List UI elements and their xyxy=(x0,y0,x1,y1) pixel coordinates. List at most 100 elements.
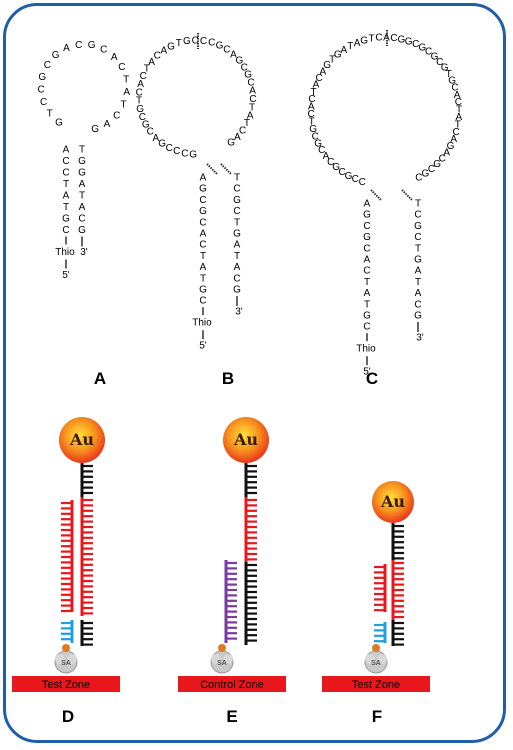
stem-right-base: T xyxy=(415,277,421,288)
loop-base: A xyxy=(249,86,256,97)
loop-base: C xyxy=(173,146,180,157)
loop-base: G xyxy=(91,124,99,135)
loop-base: C xyxy=(307,109,314,120)
stem-left-base: C xyxy=(62,168,69,179)
loop-base: C xyxy=(455,97,462,108)
loop-base: T xyxy=(311,87,317,98)
zone-label-d: Test Zone xyxy=(42,679,90,691)
cleavage-mark xyxy=(370,189,382,201)
stem-right-base: C xyxy=(233,184,240,195)
three-prime-label: 3' xyxy=(80,247,88,258)
streptavidin-lobe xyxy=(211,654,221,664)
stem-right-base: G xyxy=(78,168,86,179)
loop-base: A xyxy=(247,110,254,121)
loop-base: T xyxy=(136,96,142,107)
loop-base: C xyxy=(136,87,143,98)
stem-left-base: G xyxy=(199,206,207,217)
loop-base: C xyxy=(428,164,435,175)
stem-left-base: C xyxy=(199,296,206,307)
thio-label: Thio xyxy=(192,318,212,329)
loop-base: C xyxy=(359,177,366,188)
loop-base: A xyxy=(455,112,462,123)
stem-left-base: G xyxy=(363,311,371,322)
loop-base: C xyxy=(247,78,254,89)
loop-base: C xyxy=(181,148,188,159)
stem-right-base: G xyxy=(233,229,241,240)
loop-base: C xyxy=(100,44,107,55)
three-prime-label: 3' xyxy=(416,333,424,344)
stem-right-base: C xyxy=(78,214,85,225)
thio-label: Thio xyxy=(356,344,376,355)
control-zone-e xyxy=(178,676,286,692)
hairpin-c: CCGCGCACGCGTCACTACAGTGATAGTCACGGCGCGCGTG… xyxy=(307,30,462,378)
loop-base: G xyxy=(189,149,197,160)
loop-base: C xyxy=(375,33,382,44)
stem-left-base: C xyxy=(62,156,69,167)
gold-nanoparticle xyxy=(223,417,269,463)
loop-base: A xyxy=(340,45,347,56)
streptavidin-lobe xyxy=(55,654,65,664)
loop-base: G xyxy=(227,137,235,148)
stem-left-base: T xyxy=(63,202,69,213)
loop-base: A xyxy=(152,133,159,144)
loop-base: A xyxy=(230,50,237,61)
loop-base: A xyxy=(354,38,361,49)
loop-base: C xyxy=(75,40,82,51)
loop-base: C xyxy=(44,60,51,71)
five-prime-label: 5' xyxy=(199,341,207,352)
loop-base: G xyxy=(418,43,426,54)
loop-base: G xyxy=(448,76,456,87)
test-zone-d xyxy=(12,676,120,692)
loop-base: C xyxy=(352,174,359,185)
loop-base: A xyxy=(450,134,457,145)
loop-base: C xyxy=(200,36,207,47)
stem-left-base: G xyxy=(199,184,207,195)
streptavidin-lobe xyxy=(365,654,375,664)
loop-base: C xyxy=(147,127,154,138)
loop-base: C xyxy=(412,39,419,50)
loop-base: C xyxy=(439,154,446,165)
loop-base: G xyxy=(431,52,439,63)
loop-base: G xyxy=(88,40,96,51)
stem-left-base: C xyxy=(199,240,206,251)
stem-right-base: T xyxy=(234,251,240,262)
thio-label: Thio xyxy=(55,247,75,258)
stem-right-base: A xyxy=(79,202,86,213)
three-prime-label: 3' xyxy=(235,307,243,318)
loop-base: C xyxy=(249,94,256,105)
stem-right-base: C xyxy=(414,232,421,243)
loop-base: C xyxy=(338,167,345,178)
loop-base: G xyxy=(167,41,175,52)
stem-left-base: A xyxy=(364,199,371,210)
loop-base: G xyxy=(398,34,406,45)
loop-base: A xyxy=(234,132,241,143)
loop-base: C xyxy=(166,143,173,154)
stem-right-base: T xyxy=(79,145,85,156)
stem-left-base: G xyxy=(62,214,70,225)
loop-base: G xyxy=(345,171,353,182)
loop-base: T xyxy=(123,74,129,85)
stem-right-base: T xyxy=(415,243,421,254)
loop-base: G xyxy=(183,36,191,47)
cleavage-mark xyxy=(220,163,232,175)
stem-left-base: G xyxy=(363,210,371,221)
loop-base: G xyxy=(309,124,317,135)
loop-base: G xyxy=(158,138,166,149)
loop-base: C xyxy=(390,33,397,44)
loop-base: A xyxy=(313,80,320,91)
loop-base: C xyxy=(425,47,432,58)
loop-base: C xyxy=(241,62,248,73)
stem-left-base: A xyxy=(63,145,70,156)
panel-label-e: E xyxy=(226,707,237,726)
biotin-dot xyxy=(218,644,226,652)
stem-left-base: C xyxy=(363,221,370,232)
loop-base: G xyxy=(422,169,430,180)
loop-base: C xyxy=(415,172,422,183)
cleavage-mark xyxy=(206,163,218,175)
stem-left-base: A xyxy=(63,191,70,202)
loop-base: C xyxy=(436,57,443,68)
